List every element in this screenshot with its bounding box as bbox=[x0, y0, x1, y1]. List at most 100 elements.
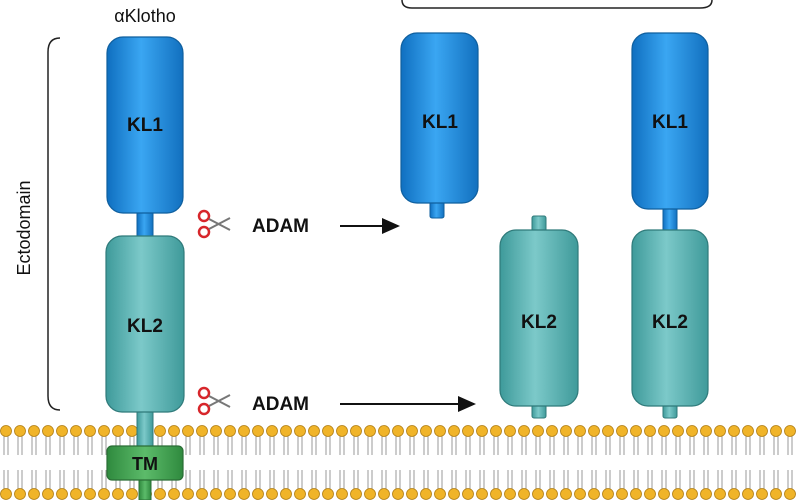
released-ectodomain: KL1 KL2 bbox=[631, 32, 709, 419]
lipid-head bbox=[728, 488, 740, 500]
lipid-head bbox=[154, 488, 166, 500]
lipid-head bbox=[574, 425, 586, 437]
kl2-domain-membrane bbox=[105, 235, 185, 413]
lipid-head bbox=[392, 488, 404, 500]
lipid-head bbox=[322, 488, 334, 500]
lipid-head bbox=[266, 425, 278, 437]
lipid-head bbox=[504, 425, 516, 437]
lipid-head bbox=[560, 488, 572, 500]
lipid-head bbox=[406, 425, 418, 437]
ectodomain-label: Ectodomain bbox=[14, 180, 34, 275]
kl1-domain-membrane bbox=[106, 36, 184, 214]
lipid-head bbox=[0, 488, 12, 500]
lipid-head bbox=[238, 488, 250, 500]
lipid-head bbox=[434, 488, 446, 500]
lipid-head bbox=[644, 488, 656, 500]
lipid-head bbox=[182, 425, 194, 437]
adam-label-lower: ADAM bbox=[252, 394, 309, 415]
lipid-head bbox=[742, 488, 754, 500]
lipid-head bbox=[364, 425, 376, 437]
lipid-head bbox=[294, 425, 306, 437]
lipid-head bbox=[308, 488, 320, 500]
lipid-head bbox=[14, 425, 26, 437]
lipid-head bbox=[112, 488, 124, 500]
lipid-head bbox=[168, 425, 180, 437]
lipid-head bbox=[616, 488, 628, 500]
lipid-head bbox=[644, 425, 656, 437]
lipid-head bbox=[126, 488, 138, 500]
lipid-head bbox=[322, 425, 334, 437]
lipid-head bbox=[602, 425, 614, 437]
lipid-bilayer bbox=[0, 425, 796, 500]
kl2-domain-ecto bbox=[631, 229, 709, 407]
kl1-domain-ecto bbox=[631, 32, 709, 210]
lipid-head bbox=[84, 425, 96, 437]
lipid-head bbox=[672, 488, 684, 500]
lipid-head bbox=[518, 425, 530, 437]
lipid-head bbox=[658, 488, 670, 500]
lipid-head bbox=[364, 488, 376, 500]
lipid-head bbox=[630, 488, 642, 500]
kl2-label-ecto: KL2 bbox=[652, 312, 688, 333]
alpha-klotho-title: αKlotho bbox=[114, 6, 175, 26]
lipid-head bbox=[448, 425, 460, 437]
lipid-head bbox=[84, 488, 96, 500]
lipid-head bbox=[28, 488, 40, 500]
kl1-label-ecto: KL1 bbox=[652, 112, 688, 133]
ectodomain-brace bbox=[47, 37, 61, 411]
lipid-head bbox=[490, 425, 502, 437]
lipid-head bbox=[462, 488, 474, 500]
lipid-head bbox=[210, 488, 222, 500]
lipid-head bbox=[224, 425, 236, 437]
released-kl2: KL2 bbox=[499, 215, 579, 419]
lipid-head bbox=[532, 488, 544, 500]
lipid-head bbox=[42, 425, 54, 437]
lipid-head bbox=[294, 488, 306, 500]
lipid-head bbox=[210, 425, 222, 437]
lipid-head bbox=[238, 425, 250, 437]
lipid-head bbox=[630, 425, 642, 437]
lipid-head bbox=[112, 425, 124, 437]
released-kl1: KL1 bbox=[400, 32, 479, 219]
lipid-head bbox=[770, 488, 782, 500]
lipid-head bbox=[70, 488, 82, 500]
lipid-head bbox=[14, 488, 26, 500]
lipid-head bbox=[532, 425, 544, 437]
lipid-head bbox=[700, 425, 712, 437]
lipid-head bbox=[784, 425, 796, 437]
kl1-label-released: KL1 bbox=[422, 112, 458, 133]
kl2-domain-released bbox=[499, 229, 579, 407]
lipid-head bbox=[686, 425, 698, 437]
lipid-head bbox=[70, 425, 82, 437]
beta-cleavage: ADAM bbox=[197, 386, 476, 416]
lipid-head bbox=[476, 488, 488, 500]
lipid-head bbox=[98, 488, 110, 500]
tm-domain bbox=[106, 445, 184, 481]
lipid-head bbox=[126, 425, 138, 437]
tm-label: TM bbox=[132, 454, 158, 474]
lipid-head bbox=[98, 425, 110, 437]
alpha-cleavage: ADAM bbox=[197, 209, 400, 239]
lipid-head bbox=[182, 488, 194, 500]
lipid-head bbox=[616, 425, 628, 437]
lipid-head bbox=[742, 425, 754, 437]
lipid-head bbox=[756, 488, 768, 500]
lipid-head bbox=[0, 425, 12, 437]
lipid-head bbox=[574, 488, 586, 500]
lipid-head bbox=[56, 488, 68, 500]
lipid-head bbox=[252, 425, 264, 437]
lipid-head bbox=[224, 488, 236, 500]
lipid-head bbox=[546, 425, 558, 437]
adam-label-upper: ADAM bbox=[252, 216, 309, 237]
lipid-head bbox=[420, 425, 432, 437]
lipid-head bbox=[350, 488, 362, 500]
lipid-head bbox=[266, 488, 278, 500]
lipid-head bbox=[784, 488, 796, 500]
lipid-head bbox=[308, 425, 320, 437]
lipid-head bbox=[56, 425, 68, 437]
lipid-head bbox=[588, 425, 600, 437]
lipid-head bbox=[560, 425, 572, 437]
lipid-head bbox=[602, 488, 614, 500]
